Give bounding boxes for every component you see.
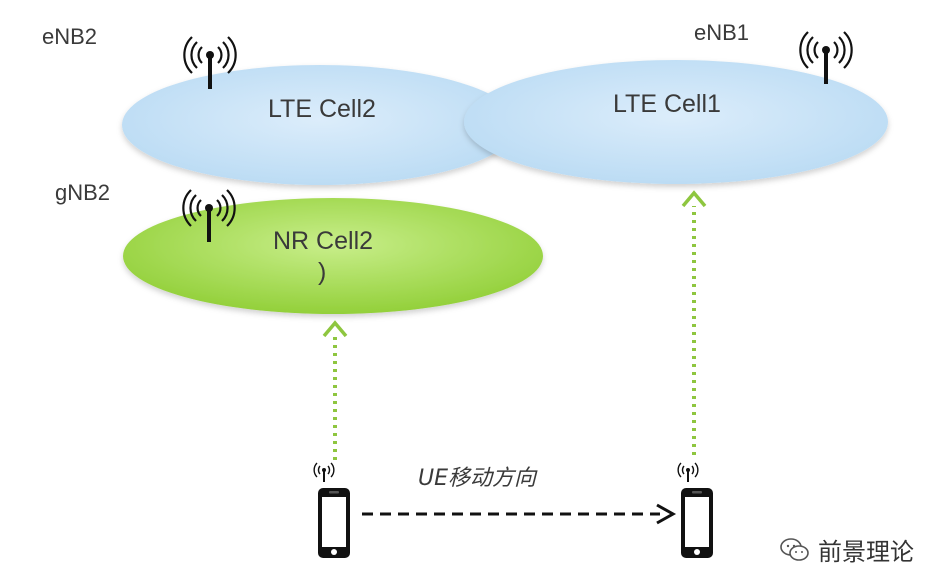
nr-cell2-sublabel: ) — [318, 258, 327, 286]
wechat-icon — [780, 537, 810, 563]
watermark-text: 前景理论 — [818, 538, 914, 566]
mobile-phone-icon — [681, 488, 713, 558]
lte-cell2-label: LTE Cell2 — [268, 95, 376, 123]
ue-movement-label: UE移动方向 — [418, 466, 537, 491]
enb1-label: eNB1 — [694, 20, 750, 45]
gnb2-label: gNB2 — [55, 180, 111, 205]
watermark: 前景理论 — [780, 532, 914, 567]
mobile-phone-icon — [318, 488, 350, 558]
arrow-right-icon — [656, 503, 677, 525]
lte-cell1-label: LTE Cell1 — [613, 90, 721, 118]
arrow-up-icon — [681, 190, 707, 208]
arrow-up-icon — [322, 320, 348, 338]
signal-icon — [677, 462, 699, 483]
lte-cell1-coverage — [464, 60, 888, 184]
nr-cell2-coverage — [123, 198, 543, 314]
enb2-label: eNB2 — [42, 24, 98, 49]
nr-cell2-label: NR Cell2 — [273, 227, 374, 255]
signal-icon — [313, 462, 335, 483]
lte-cell2-coverage — [122, 65, 518, 185]
